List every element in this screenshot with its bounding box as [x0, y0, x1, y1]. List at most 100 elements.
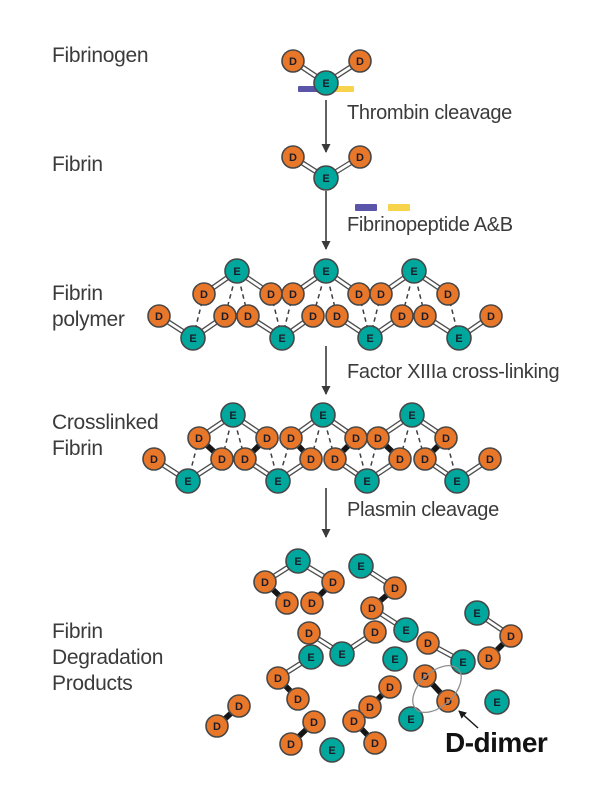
domain-letter: D: [329, 577, 337, 589]
e-domain-node: [313, 165, 339, 191]
e-domain-node: [224, 258, 250, 284]
step-label-thrombin-cleavage: Thrombin cleavage: [347, 102, 512, 124]
domain-letter: D: [444, 289, 452, 301]
e-domain-node: [329, 641, 355, 667]
d-domain-node: [383, 576, 407, 600]
d-domain-node: [192, 282, 216, 306]
domain-letter: D: [333, 311, 341, 323]
stage-label-fibrin-polymer: Fibrin polymer: [52, 282, 125, 331]
d-domain-node: [275, 591, 299, 615]
d-domain-node: [477, 646, 501, 670]
domain-letter: D: [386, 682, 394, 694]
d-domain-node: [378, 675, 402, 699]
domain-letter: E: [407, 714, 414, 726]
d-domain-node: [499, 624, 523, 648]
domain-letter: E: [322, 266, 329, 278]
domain-letter: D: [200, 289, 208, 301]
domain-letter: D: [235, 701, 243, 713]
d-domain-node: [360, 596, 384, 620]
domain-letter: D: [289, 152, 297, 164]
e-domain-node: [348, 553, 374, 579]
e-domain-node: [382, 646, 408, 672]
domain-letter: E: [493, 697, 500, 709]
domain-letter: D: [485, 653, 493, 665]
domain-letter: E: [322, 78, 329, 90]
domain-letter: E: [391, 654, 398, 666]
fibrinopeptide-a-marker: [355, 204, 377, 211]
domain-letter: D: [355, 289, 363, 301]
domain-letter: E: [408, 410, 415, 422]
e-domain-node: [220, 402, 246, 428]
domain-letter: D: [396, 454, 404, 466]
domain-letter: D: [305, 628, 313, 640]
d-domain-node: [479, 304, 503, 328]
stage-label-fibrinogen: Fibrinogen: [52, 44, 149, 67]
domain-letter: D: [424, 638, 432, 650]
d-domain-node: [413, 664, 437, 688]
stage-label-fibrin-degradation-products: Fibrin Degradation Products: [52, 620, 164, 695]
d-domain-node: [348, 49, 372, 73]
domain-letter: D: [263, 433, 271, 445]
domain-letter: E: [189, 333, 196, 345]
d-domain-node: [253, 570, 277, 594]
domain-letter: D: [244, 311, 252, 323]
d-domain-node: [299, 447, 323, 471]
domain-letter: D: [377, 289, 385, 301]
domain-letter: D: [195, 433, 203, 445]
d-domain-node: [416, 631, 440, 655]
d-domain-node: [281, 282, 305, 306]
domain-letter: E: [294, 556, 301, 568]
e-domain-node: [265, 468, 291, 494]
domain-letter: D: [356, 56, 364, 68]
domain-letter: D: [352, 433, 360, 445]
d-domain-node: [266, 666, 290, 690]
domain-letter: E: [322, 173, 329, 185]
d-domain-node: [321, 570, 345, 594]
d-domain-node: [369, 282, 393, 306]
fibrinogen-molecule: D D E: [281, 49, 372, 96]
domain-letter: D: [368, 603, 376, 615]
e-domain-node: [401, 258, 427, 284]
domain-letter: D: [287, 739, 295, 751]
domain-letter: E: [402, 625, 409, 637]
domain-letter: E: [278, 333, 285, 345]
d-domain-node: [281, 145, 305, 169]
e-domain-node: [313, 258, 339, 284]
d-domain-node: [233, 447, 257, 471]
d-domain-node: [147, 304, 171, 328]
d-domain-node: [142, 447, 166, 471]
d-domain-node: [255, 426, 279, 450]
domain-letter: D: [391, 583, 399, 595]
domain-letter: E: [453, 476, 460, 488]
domain-letter: E: [473, 608, 480, 620]
domain-letter: E: [229, 410, 236, 422]
domain-letter: D: [241, 454, 249, 466]
step-label-factor-xiiia-crosslinking: Factor XIIIa cross-linking: [347, 361, 560, 383]
d-domain-node: [348, 145, 372, 169]
domain-letter: D: [287, 433, 295, 445]
domain-letter: D: [150, 454, 158, 466]
domain-letter: D: [267, 289, 275, 301]
d-domain-node: [213, 304, 237, 328]
domain-letter: D: [350, 716, 358, 728]
domain-letter: D: [289, 56, 297, 68]
fibrinopeptide-a-marker: [298, 86, 319, 92]
e-domain-node: [319, 737, 345, 763]
e-domain-node: [298, 644, 324, 670]
d-domain-node: [227, 694, 251, 718]
domain-letter: D: [307, 454, 315, 466]
d-domain-node: [388, 447, 412, 471]
d-domain-node: [297, 621, 321, 645]
domain-letter: D: [421, 311, 429, 323]
domain-letter: D: [274, 673, 282, 685]
d-domain-node: [436, 282, 460, 306]
domain-letter: D: [486, 454, 494, 466]
domain-letter: E: [459, 657, 466, 669]
domain-letter: E: [410, 266, 417, 278]
e-domain-node: [398, 706, 424, 732]
domain-letter: E: [328, 745, 335, 757]
e-domain-node: [399, 402, 425, 428]
e-domain-node: [310, 402, 336, 428]
